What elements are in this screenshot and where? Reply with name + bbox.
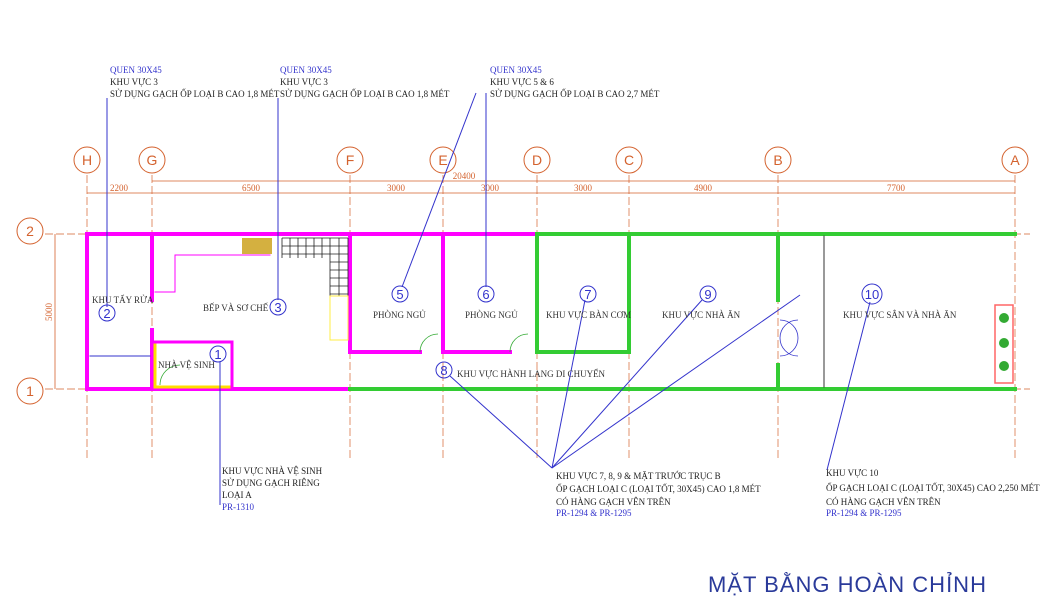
grid-label-1: 1 (26, 383, 34, 399)
note-bathroom: KHU VỰC NHÀ VỆ SINH SỬ DỤNG GẠCH RIÊNG L… (222, 466, 323, 512)
grid-label-g: G (147, 152, 158, 168)
door-swings (159, 319, 799, 386)
note-zone-10: KHU VỰC 10 ỐP GẠCH LOẠI C (LOẠI TỐT, 30X… (826, 468, 1040, 518)
svg-text:KHU VỰC 5 & 6: KHU VỰC 5 & 6 (490, 77, 554, 87)
walls (85, 232, 1017, 391)
dim-span: 6500 (242, 183, 261, 193)
svg-text:KHU VỰC 3: KHU VỰC 3 (110, 77, 158, 87)
plants-icon (999, 313, 1009, 371)
dim-span: 3000 (387, 183, 406, 193)
grid-label-d: D (532, 152, 542, 168)
grid-label-f: F (346, 152, 355, 168)
grid-label-a: A (1010, 152, 1020, 168)
room-label: KHU VỰC BÀN CƠM (546, 310, 631, 320)
zone-number: 8 (440, 363, 447, 378)
sink-icon (242, 238, 272, 254)
dim-span: 7700 (887, 183, 906, 193)
note-zone-7-8-9: KHU VỰC 7, 8, 9 & MẶT TRƯỚC TRỤC B ỐP GẠ… (556, 471, 761, 518)
dim-span: 4900 (694, 183, 713, 193)
svg-text:QUEN 30X45: QUEN 30X45 (490, 65, 542, 75)
drawing-title: MẶT BẰNG HOÀN CHỈNH (708, 572, 987, 597)
grid-label-b: B (773, 152, 782, 168)
note-zone-3-left: QUEN 30X45 KHU VỰC 3 SỬ DỤNG GẠCH ỐP LOẠ… (110, 65, 280, 99)
leader-lines (106, 92, 871, 505)
svg-text:ỐP GẠCH LOẠI C (LOẠI TỐT, 30X4: ỐP GẠCH LOẠI C (LOẠI TỐT, 30X45) CAO 1,8… (556, 484, 761, 494)
room-label: PHÒNG NGỦ (373, 310, 426, 320)
stair-grid (281, 237, 349, 296)
svg-text:SỬ DỤNG GẠCH ỐP LOẠI B CAO 1,8: SỬ DỤNG GẠCH ỐP LOẠI B CAO 1,8 MÉT (110, 89, 280, 99)
dimension-lines (54, 180, 1015, 389)
zone-number: 2 (103, 306, 110, 321)
zone-number: 9 (704, 287, 711, 302)
zone-number: 1 (214, 347, 221, 362)
dim-total: 20400 (453, 171, 476, 181)
dim-span: 3000 (481, 183, 500, 193)
dim-span: 2200 (110, 183, 129, 193)
room-label: BẾP VÀ SƠ CHẾ (203, 303, 269, 313)
svg-text:QUEN 30X45: QUEN 30X45 (280, 65, 332, 75)
room-label: NHÀ VỆ SINH (158, 360, 215, 370)
room-label: KHU VỰC SÂN VÀ NHÀ ĂN (843, 310, 957, 320)
room-label: PHÒNG NGỦ (465, 310, 518, 320)
svg-text:PR-1294 & PR-1295: PR-1294 & PR-1295 (826, 508, 902, 518)
svg-text:CÓ HÀNG GẠCH VÊN TRÊN: CÓ HÀNG GẠCH VÊN TRÊN (556, 497, 671, 507)
zone-number: 6 (482, 287, 489, 302)
note-zone-5-6: QUEN 30X45 KHU VỰC 5 & 6 SỬ DỤNG GẠCH ỐP… (490, 65, 660, 99)
dim-span: 3000 (574, 183, 593, 193)
room-label: KHU VỰC NHÀ ĂN (662, 310, 741, 320)
svg-text:QUEN 30X45: QUEN 30X45 (110, 65, 162, 75)
svg-text:ỐP GẠCH LOẠI C (LOẠI TỐT, 30X4: ỐP GẠCH LOẠI C (LOẠI TỐT, 30X45) CAO 2,2… (826, 483, 1040, 493)
svg-text:KHU VỰC 7, 8, 9 & MẶT TRƯỚC TR: KHU VỰC 7, 8, 9 & MẶT TRƯỚC TRỤC B (556, 471, 721, 481)
grid-label-c: C (624, 152, 634, 168)
svg-text:KHU VỰC NHÀ VỆ SINH: KHU VỰC NHÀ VỆ SINH (222, 466, 323, 476)
svg-text:SỬ DỤNG GẠCH ỐP LOẠI B CAO 1,8: SỬ DỤNG GẠCH ỐP LOẠI B CAO 1,8 MÉT (280, 89, 450, 99)
zone-number: 10 (865, 287, 879, 302)
svg-text:CÓ HÀNG GẠCH VÊN TRÊN: CÓ HÀNG GẠCH VÊN TRÊN (826, 497, 941, 507)
svg-text:PR-1310: PR-1310 (222, 502, 255, 512)
room-label: KHU VỰC HÀNH LANG DI CHUYỂN (457, 369, 606, 379)
zone-number: 5 (396, 287, 403, 302)
grid-bubbles (16, 146, 1029, 405)
svg-text:KHU VỰC 10: KHU VỰC 10 (826, 468, 879, 478)
svg-text:LOẠI A: LOẠI A (222, 490, 252, 500)
grid-label-h: H (82, 152, 92, 168)
svg-text:PR-1294 & PR-1295: PR-1294 & PR-1295 (556, 508, 632, 518)
svg-text:KHU VỰC 3: KHU VỰC 3 (280, 77, 328, 87)
zone-number: 7 (584, 287, 591, 302)
zone-circles (98, 283, 883, 379)
counter (329, 295, 349, 341)
note-zone-3-right: QUEN 30X45 KHU VỰC 3 SỬ DỤNG GẠCH ỐP LOẠ… (280, 65, 450, 99)
svg-text:SỬ DỤNG GẠCH RIÊNG: SỬ DỤNG GẠCH RIÊNG (222, 478, 320, 488)
zone-number: 3 (274, 300, 281, 315)
dim-depth: 5000 (44, 303, 54, 322)
grid-label-2: 2 (26, 223, 34, 239)
room-label: KHU TẨY RỬA (92, 295, 154, 305)
svg-text:SỬ DỤNG GẠCH ỐP LOẠI B CAO 2,7: SỬ DỤNG GẠCH ỐP LOẠI B CAO 2,7 MÉT (490, 89, 660, 99)
grid-label-e: E (438, 152, 447, 168)
